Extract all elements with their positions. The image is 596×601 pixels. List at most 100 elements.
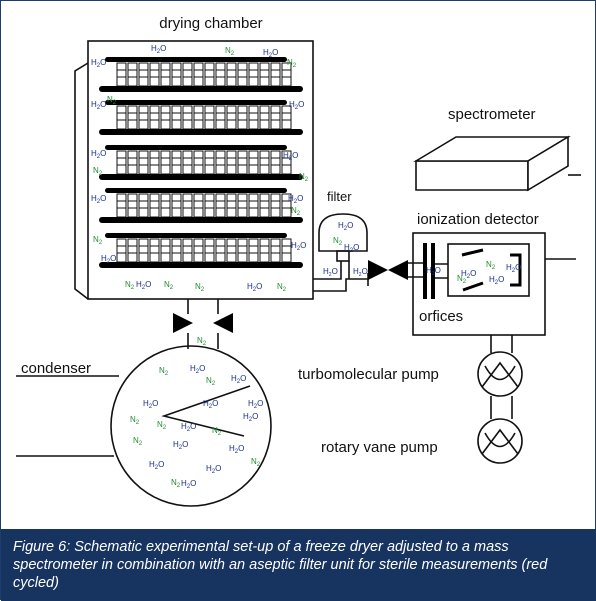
n2-molecule: N2 <box>164 280 174 291</box>
h2o-molecule: H2O <box>143 399 158 410</box>
n2-molecule: N2 <box>299 172 309 183</box>
condenser-label: condenser <box>21 360 91 377</box>
filter-label: filter <box>327 189 352 204</box>
n2-molecule: N2 <box>225 46 235 57</box>
h2o-molecule: H2O <box>288 194 303 205</box>
n2-molecule: N2 <box>130 415 140 426</box>
n2-molecule: N2 <box>93 235 103 246</box>
h2o-molecule: H2O <box>229 444 244 455</box>
ionization-detector: H2O N2 H2O N2 H2O <box>412 232 576 336</box>
chamber-outlet-pipe <box>187 299 219 314</box>
svg-text:H2O: H2O <box>426 266 441 277</box>
shelf <box>99 188 303 223</box>
svg-text:H2O: H2O <box>506 263 521 274</box>
n2-molecule: N2 <box>159 366 169 377</box>
h2o-molecule: H2O <box>283 151 298 162</box>
detector-inlet-pipe <box>408 262 423 278</box>
h2o-molecule: H2O <box>203 399 218 410</box>
shelf <box>99 233 303 268</box>
h2o-molecule: H2O <box>206 464 221 475</box>
n2-molecule: N2 <box>197 336 207 347</box>
h2o-molecule: H2O <box>243 412 258 423</box>
n2-molecule: N2 <box>157 420 167 431</box>
h2o-molecule: H2O <box>248 399 263 410</box>
ionization-cell <box>447 243 530 297</box>
h2o-molecule: H2O <box>91 100 106 111</box>
filter-unit: H2O N2 H2O <box>318 213 368 262</box>
h2o-molecule: H2O <box>231 374 246 385</box>
svg-text:N2: N2 <box>486 260 496 271</box>
n2-molecule: N2 <box>277 282 287 293</box>
condenser-coil <box>161 385 251 437</box>
drying-chamber-box <box>87 40 314 300</box>
filter-housing <box>318 213 368 252</box>
orifices: H2O <box>423 243 448 299</box>
shelf <box>99 57 303 92</box>
h2o-molecule: H2O <box>151 44 166 55</box>
n2-molecule: N2 <box>93 166 103 177</box>
svg-text:N2: N2 <box>333 236 343 247</box>
h2o-molecule: H2O <box>190 364 205 375</box>
n2-molecule: N2 <box>195 282 205 293</box>
shelf <box>99 145 303 180</box>
n2-molecule: N2 <box>251 457 261 468</box>
caption-text: Figure 6: Schematic experimental set-up … <box>13 539 548 591</box>
h2o-molecule: H2O <box>91 194 106 205</box>
svg-text:H2O: H2O <box>338 221 353 232</box>
h2o-molecule: H2O <box>263 48 278 59</box>
h2o-molecule: H2O <box>181 479 196 490</box>
turbomolecular-pump <box>477 351 523 397</box>
ionization-detector-label: ionization detector <box>417 211 539 228</box>
h2o-molecule: H2O <box>149 460 164 471</box>
n2-molecule: N2 <box>287 58 297 69</box>
svg-text:H2O: H2O <box>489 275 504 286</box>
filter-pipe <box>313 261 368 292</box>
h2o-molecule: H2O <box>291 241 306 252</box>
drying-chamber-door <box>74 62 89 300</box>
n2-molecule: N2 <box>212 426 222 437</box>
drying-chamber <box>74 40 314 300</box>
condenser-pipes <box>16 375 119 457</box>
n2-molecule: N2 <box>107 95 117 106</box>
turbomolecular-pump-label: turbomolecular pump <box>298 366 439 383</box>
h2o-molecule: H2O <box>91 149 106 160</box>
condenser-vessel <box>110 345 272 507</box>
shelf <box>99 100 303 135</box>
svg-text:N2: N2 <box>457 274 467 285</box>
rotary-vane-pump-label: rotary vane pump <box>321 439 438 456</box>
figure-caption: Figure 6: Schematic experimental set-up … <box>1 529 596 601</box>
svg-text:H2O: H2O <box>323 267 338 278</box>
shelf-stack <box>99 57 303 268</box>
n2-molecule: N2 <box>133 436 143 447</box>
detector-valve <box>368 260 408 280</box>
svg-text:H2O: H2O <box>353 267 368 278</box>
orfices-label: orfices <box>419 308 463 325</box>
chamber-valve <box>173 313 233 333</box>
svg-text:H2O: H2O <box>344 243 359 254</box>
h2o-molecule: H2O <box>289 100 304 111</box>
rotary-vane-pump <box>477 418 523 464</box>
n2-molecule: N2 <box>125 280 135 291</box>
rotary-pump-pipe <box>490 396 513 419</box>
h2o-molecule: H2O <box>247 282 262 293</box>
spectrometer <box>413 135 581 192</box>
svg-text:H2O: H2O <box>461 269 476 280</box>
n2-molecule: N2 <box>291 206 301 217</box>
detector-housing <box>412 232 546 336</box>
h2o-molecule: H2O <box>181 422 196 433</box>
filter-neck <box>336 250 350 262</box>
n2-molecule: N2 <box>171 478 181 489</box>
spectrometer-label: spectrometer <box>448 106 536 123</box>
h2o-molecule: H2O <box>101 254 116 265</box>
n2-molecule: N2 <box>206 376 216 387</box>
h2o-molecule: H2O <box>173 440 188 451</box>
h2o-molecule: H2O <box>136 280 151 291</box>
turbo-pump-pipe <box>490 335 513 353</box>
h2o-molecule: H2O <box>91 58 106 69</box>
drying-chamber-label: drying chamber <box>159 15 262 32</box>
